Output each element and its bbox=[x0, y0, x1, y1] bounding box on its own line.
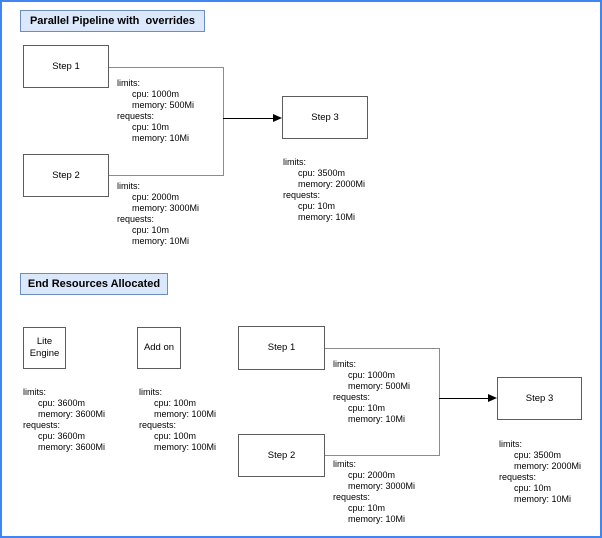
node-end-step2-label: Step 2 bbox=[267, 449, 296, 461]
arrow-end-to-step3 bbox=[439, 398, 489, 399]
resources-lite-engine: limits: cpu: 3600m memory: 3600Mi reques… bbox=[23, 387, 106, 452]
resources-add-on: limits: cpu: 100m memory: 100Mi requests… bbox=[139, 387, 217, 452]
node-pipeline-step2-label: Step 2 bbox=[52, 169, 80, 181]
node-end-step1: Step 1 bbox=[238, 326, 325, 370]
node-add-on-label: Add on bbox=[143, 342, 175, 353]
arrowhead-icon bbox=[273, 114, 282, 122]
node-lite-engine: Lite Engine bbox=[23, 327, 66, 369]
section-title-parallel-pipeline: Parallel Pipeline with overrides bbox=[20, 10, 205, 32]
connector-end-junction-vertical bbox=[439, 348, 440, 456]
node-end-step2: Step 2 bbox=[238, 434, 325, 477]
node-pipeline-step3-label: Step 3 bbox=[311, 111, 339, 123]
node-end-step1-label: Step 1 bbox=[267, 342, 296, 353]
resources-pipeline-step3: limits: cpu: 3500m memory: 2000Mi reques… bbox=[283, 157, 366, 222]
node-end-step3: Step 3 bbox=[497, 377, 582, 420]
node-lite-engine-label: Lite Engine bbox=[29, 336, 60, 359]
connector-pipeline-step2-to-junction bbox=[109, 175, 223, 176]
resources-pipeline-step1: limits: cpu: 1000m memory: 500Mi request… bbox=[117, 78, 195, 143]
arrow-pipeline-to-step3 bbox=[223, 118, 274, 119]
connector-end-step2-to-junction bbox=[325, 455, 439, 456]
node-pipeline-step1-label: Step 1 bbox=[52, 60, 80, 72]
connector-pipeline-junction-vertical bbox=[223, 67, 224, 176]
resources-end-step1: limits: cpu: 1000m memory: 500Mi request… bbox=[333, 359, 411, 424]
node-pipeline-step1: Step 1 bbox=[23, 45, 109, 88]
node-pipeline-step3: Step 3 bbox=[282, 96, 368, 139]
node-add-on: Add on bbox=[137, 327, 181, 369]
arrowhead-icon bbox=[488, 394, 497, 402]
connector-end-step1-to-junction bbox=[325, 348, 439, 349]
resources-end-step3: limits: cpu: 3500m memory: 2000Mi reques… bbox=[499, 439, 582, 504]
resources-end-step2: limits: cpu: 2000m memory: 3000Mi reques… bbox=[333, 459, 416, 524]
resources-pipeline-step2: limits: cpu: 2000m memory: 3000Mi reques… bbox=[117, 181, 200, 246]
node-end-step3-label: Step 3 bbox=[525, 392, 554, 404]
section-title-end-resources: End Resources Allocated bbox=[20, 273, 168, 295]
connector-pipeline-step1-to-junction bbox=[109, 67, 223, 68]
node-pipeline-step2: Step 2 bbox=[23, 154, 109, 197]
